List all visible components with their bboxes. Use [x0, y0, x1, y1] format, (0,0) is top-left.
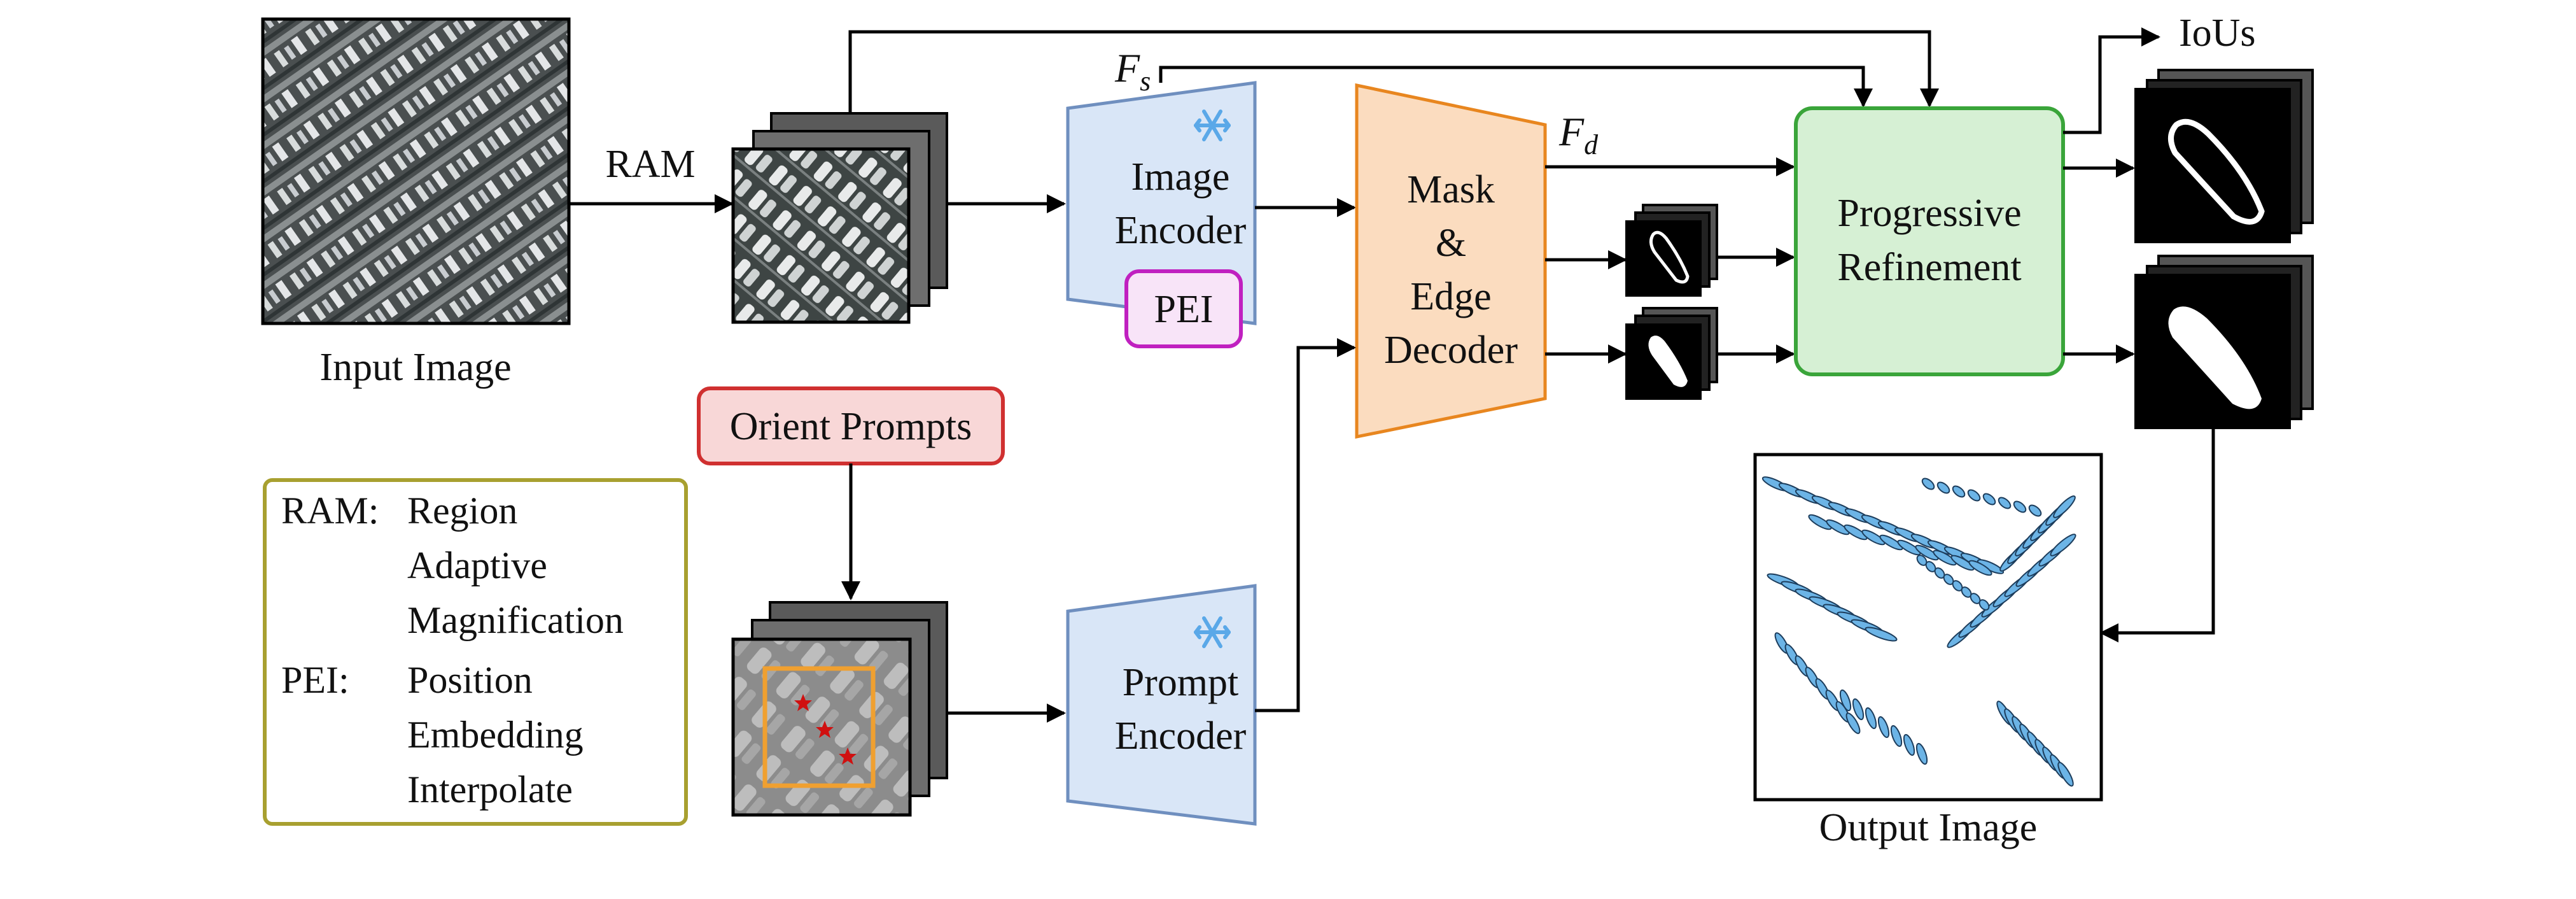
boat-mask — [1852, 698, 1865, 721]
refinement-label-1: Progressive — [1837, 192, 2021, 235]
magnified-crop-stack — [731, 112, 948, 324]
output-image — [1753, 453, 2103, 802]
legend-ram-line-3: Magnification — [407, 599, 624, 641]
boat-mask — [2028, 504, 2042, 517]
image-encoder-label-1: Image — [1131, 155, 1230, 199]
boat-mask — [1921, 478, 1935, 490]
orientation-box — [762, 666, 876, 788]
boat-mask — [1865, 707, 1877, 730]
boat-mask — [1915, 544, 1939, 561]
boat-mask — [1950, 555, 1975, 571]
decoder-label-3: Edge — [1410, 275, 1491, 318]
decoder-label-4: Decoder — [1384, 329, 1518, 372]
boat-mask — [1968, 560, 1992, 576]
boat-mask — [1845, 712, 1861, 734]
boat-mask — [1933, 549, 1957, 566]
boat-mask — [1982, 493, 1996, 506]
image-encoder-label-2: Encoder — [1115, 209, 1247, 252]
ious-label: IoUs — [2179, 11, 2256, 55]
snowflake-icon — [1194, 616, 1231, 648]
prompt-star-markers — [794, 694, 857, 765]
coarse-mask-stack — [1625, 307, 1718, 400]
boat-mask — [1952, 485, 1966, 498]
boat-mask — [1967, 489, 1981, 502]
fs-label: Fs — [1114, 45, 1151, 97]
prompt-image-stack — [731, 601, 948, 817]
boat-mask — [1877, 716, 1890, 739]
boat-mask — [1897, 539, 1921, 556]
refinement-label-2: Refinement — [1837, 246, 2021, 289]
progressive-refinement-block: Progressive Refinement — [1794, 106, 2065, 376]
fd-label: Fd — [1558, 109, 1599, 160]
input-image-caption: Input Image — [319, 346, 511, 389]
legend-ram-line-2: Adaptive — [407, 544, 547, 586]
prompt-encoder-label-1: Prompt — [1123, 661, 1239, 704]
boat-mask — [1978, 599, 1990, 611]
boat-mask — [2057, 761, 2074, 787]
fs-arrow — [1159, 66, 1873, 108]
pei-badge: PEI — [1124, 269, 1243, 348]
boat-mask — [1865, 626, 1898, 642]
boat-mask — [1998, 497, 2012, 509]
prompt-to-decoder-arrow — [1255, 338, 1356, 712]
decoder-label-1: Mask — [1407, 168, 1495, 211]
legend-ram-line-1: Region — [407, 490, 517, 532]
ram-arrow-label: RAM — [605, 143, 695, 186]
boat-mask — [1808, 514, 1832, 530]
boat-mask — [1879, 534, 1903, 551]
input-image — [261, 17, 571, 325]
image-encoder-block: Image Encoder — [1066, 81, 1257, 325]
boat-mask — [2053, 495, 2076, 518]
boat-mask — [1903, 733, 1915, 756]
output-image-caption: Output Image — [1819, 806, 2038, 849]
orient-prompts-label: Orient Prompts — [730, 405, 972, 448]
boat-mask — [1844, 524, 1868, 541]
coarse-edge-stack — [1625, 204, 1718, 297]
boat-mask — [2050, 534, 2076, 556]
refined-mask-stack — [2134, 255, 2314, 429]
boat-mask — [1839, 689, 1852, 712]
boat-mask — [1915, 742, 1928, 765]
boat-mask — [2013, 500, 2027, 513]
boat-mask — [1861, 529, 1886, 546]
orient-prompts-box: Orient Prompts — [697, 386, 1005, 465]
mask-to-output-arrow — [2099, 428, 2215, 642]
refined-edge-stack — [2134, 69, 2314, 243]
boat-mask — [1936, 481, 1950, 494]
boat-mask — [1890, 725, 1903, 747]
prompt-encoder-label-2: Encoder — [1115, 714, 1247, 758]
legend-box: RAM: Region Adaptive Magnification PEI: … — [263, 478, 688, 826]
legend-pei-line-2: Embedding — [407, 714, 584, 756]
ious-arrow — [2063, 27, 2160, 134]
legend-pei-key: PEI: — [281, 659, 349, 701]
pei-badge-label: PEI — [1154, 288, 1214, 331]
snowflake-icon — [1194, 110, 1231, 141]
mask-edge-decoder-block: Mask & Edge Decoder — [1355, 83, 1547, 439]
legend-pei-line-3: Interpolate — [407, 768, 573, 811]
prompt-encoder-block: Prompt Encoder — [1066, 584, 1257, 826]
boat-mask — [1826, 519, 1850, 535]
legend-pei-line-1: Position — [407, 659, 533, 701]
legend-ram-key: RAM: — [281, 490, 379, 532]
skip-connection-arrow — [848, 30, 1939, 113]
decoder-label-2: & — [1436, 222, 1466, 265]
